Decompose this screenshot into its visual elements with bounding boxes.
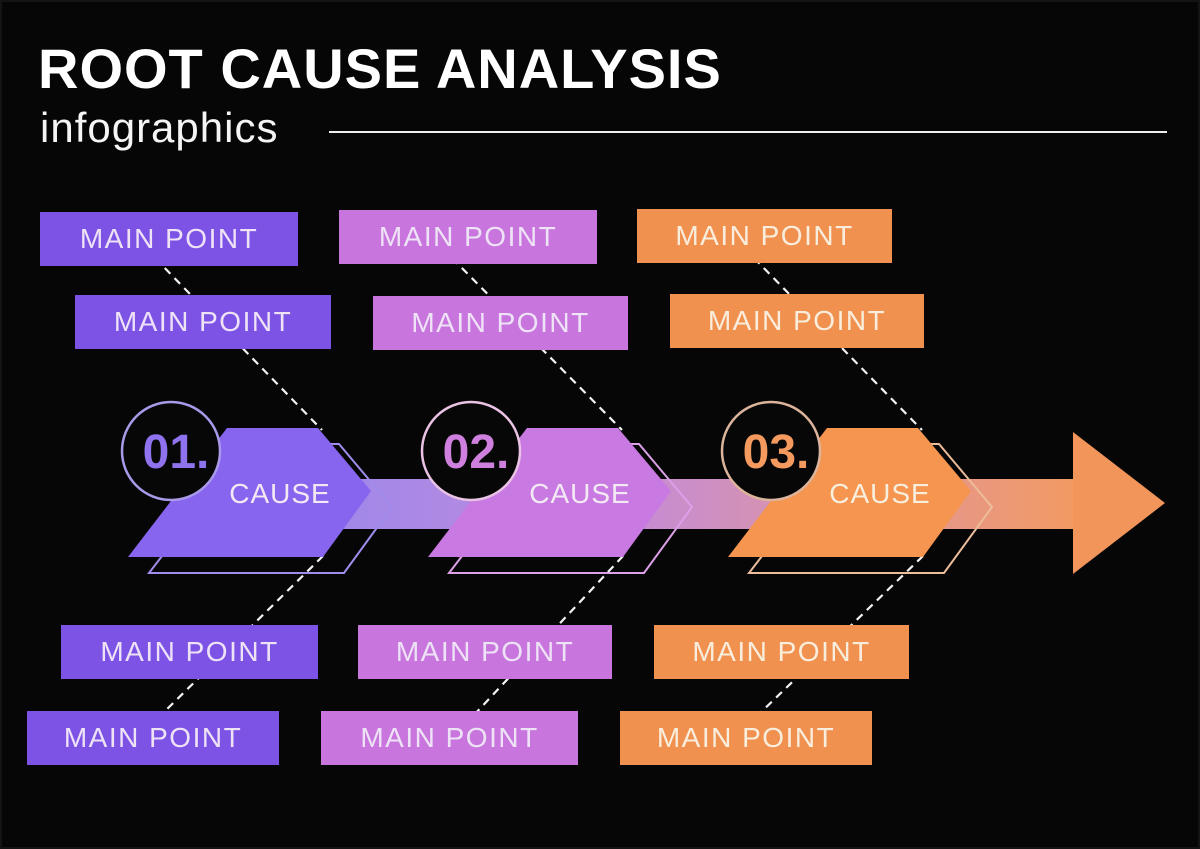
main-point-box: MAIN POINT (670, 294, 924, 348)
main-point-box: MAIN POINT (373, 296, 628, 350)
stage3-cause-label: CAUSE (829, 478, 930, 509)
stage2-number: 02. (443, 426, 510, 479)
main-point-box: MAIN POINT (61, 625, 318, 679)
stage2-circle (420, 400, 522, 502)
header-rule (329, 131, 1167, 133)
main-point-box: MAIN POINT (637, 209, 892, 263)
connector-top-stage3 (753, 257, 923, 431)
connector-top-stage2 (451, 257, 623, 431)
flow-arrowhead-icon (1073, 432, 1165, 574)
stage2-arrow (428, 428, 671, 557)
main-point-box: MAIN POINT (75, 295, 331, 349)
stage1-cause-label: CAUSE (229, 478, 330, 509)
main-point-box: MAIN POINT (339, 210, 597, 264)
stage3-number: 03. (743, 426, 810, 479)
main-point-box: MAIN POINT (27, 711, 279, 765)
main-point-box: MAIN POINT (321, 711, 578, 765)
main-point-box: MAIN POINT (358, 625, 612, 679)
page-subtitle: infographics (40, 104, 279, 151)
main-point-box: MAIN POINT (40, 212, 298, 266)
page-title: ROOT CAUSE ANALYSIS (38, 37, 722, 100)
stage3-arrow (728, 428, 971, 557)
main-point-box: MAIN POINT (654, 625, 909, 679)
stage2-cause-label: CAUSE (529, 478, 630, 509)
stage1-number: 01. (143, 426, 210, 479)
stage3-circle (720, 400, 822, 502)
connector-bottom-stage2 (472, 555, 624, 717)
stage1-arrow (128, 428, 371, 557)
stage1-circle (120, 400, 222, 502)
main-point-box: MAIN POINT (620, 711, 872, 765)
